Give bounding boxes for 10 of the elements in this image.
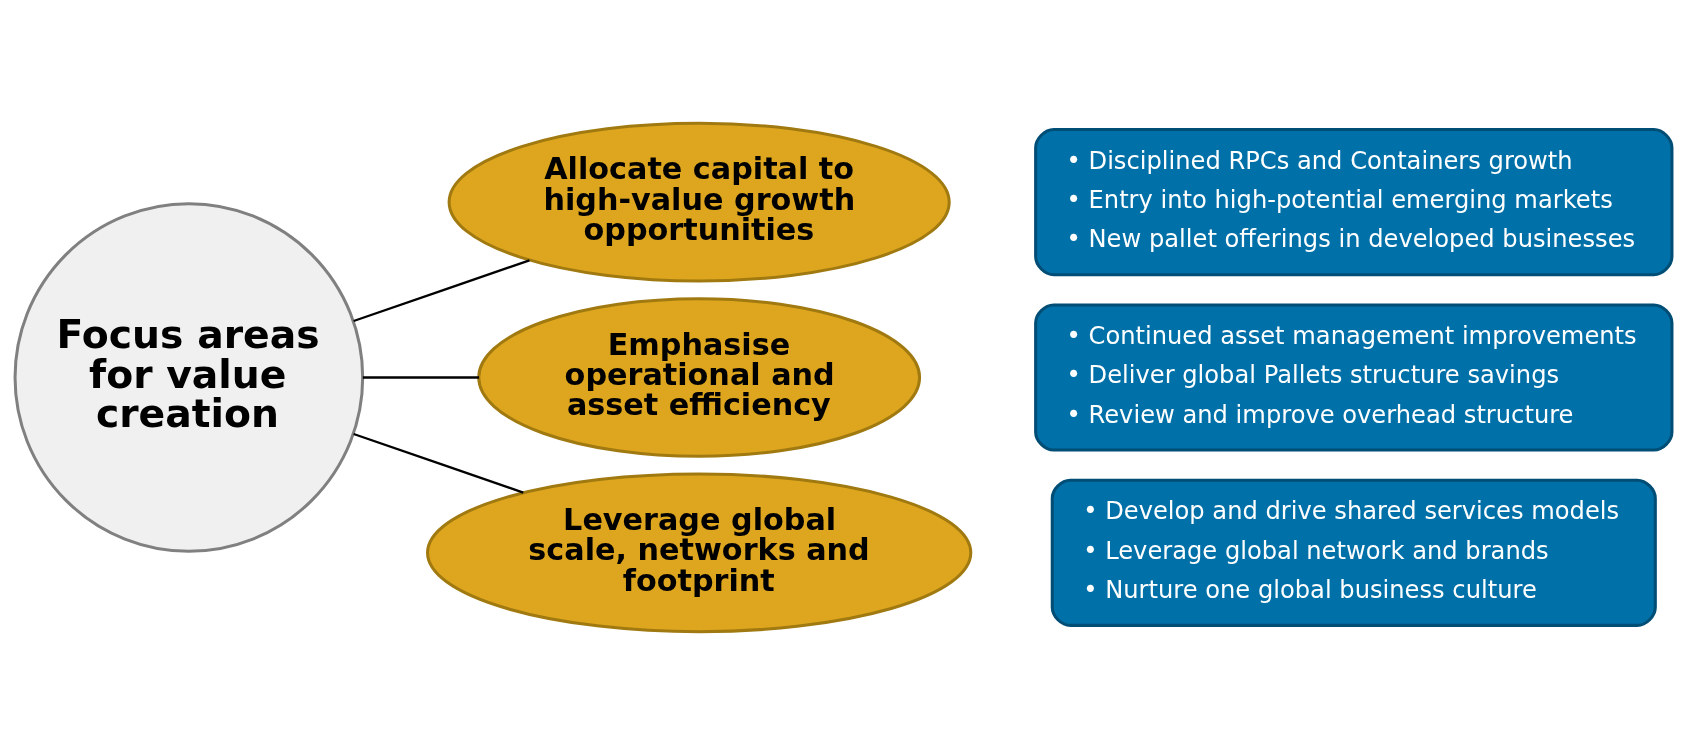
node-circle: Focus areas for value creation (13, 201, 364, 553)
connector (352, 258, 530, 322)
connector (352, 432, 524, 494)
node-ellipse: Allocate capital to high-value growth opportunities (447, 121, 951, 282)
node-ellipse: Leverage global scale, networks and footprint (425, 472, 972, 633)
node-box: • Continued asset management improvements • Deliver global Pallets structure savings • Review and improve overhead structure (1033, 302, 1673, 452)
node-box: • Disciplined RPCs and Containers growth • Entry into high-potential emerging markets • New pallet offerings in developed businesses (1033, 127, 1673, 276)
node-box: • Develop and drive shared services models • Leverage global network and brands • Nurture one global business culture (1050, 478, 1657, 627)
node-ellipse: Emphasise operational and asset efficiency (476, 296, 921, 458)
connector (362, 375, 479, 379)
